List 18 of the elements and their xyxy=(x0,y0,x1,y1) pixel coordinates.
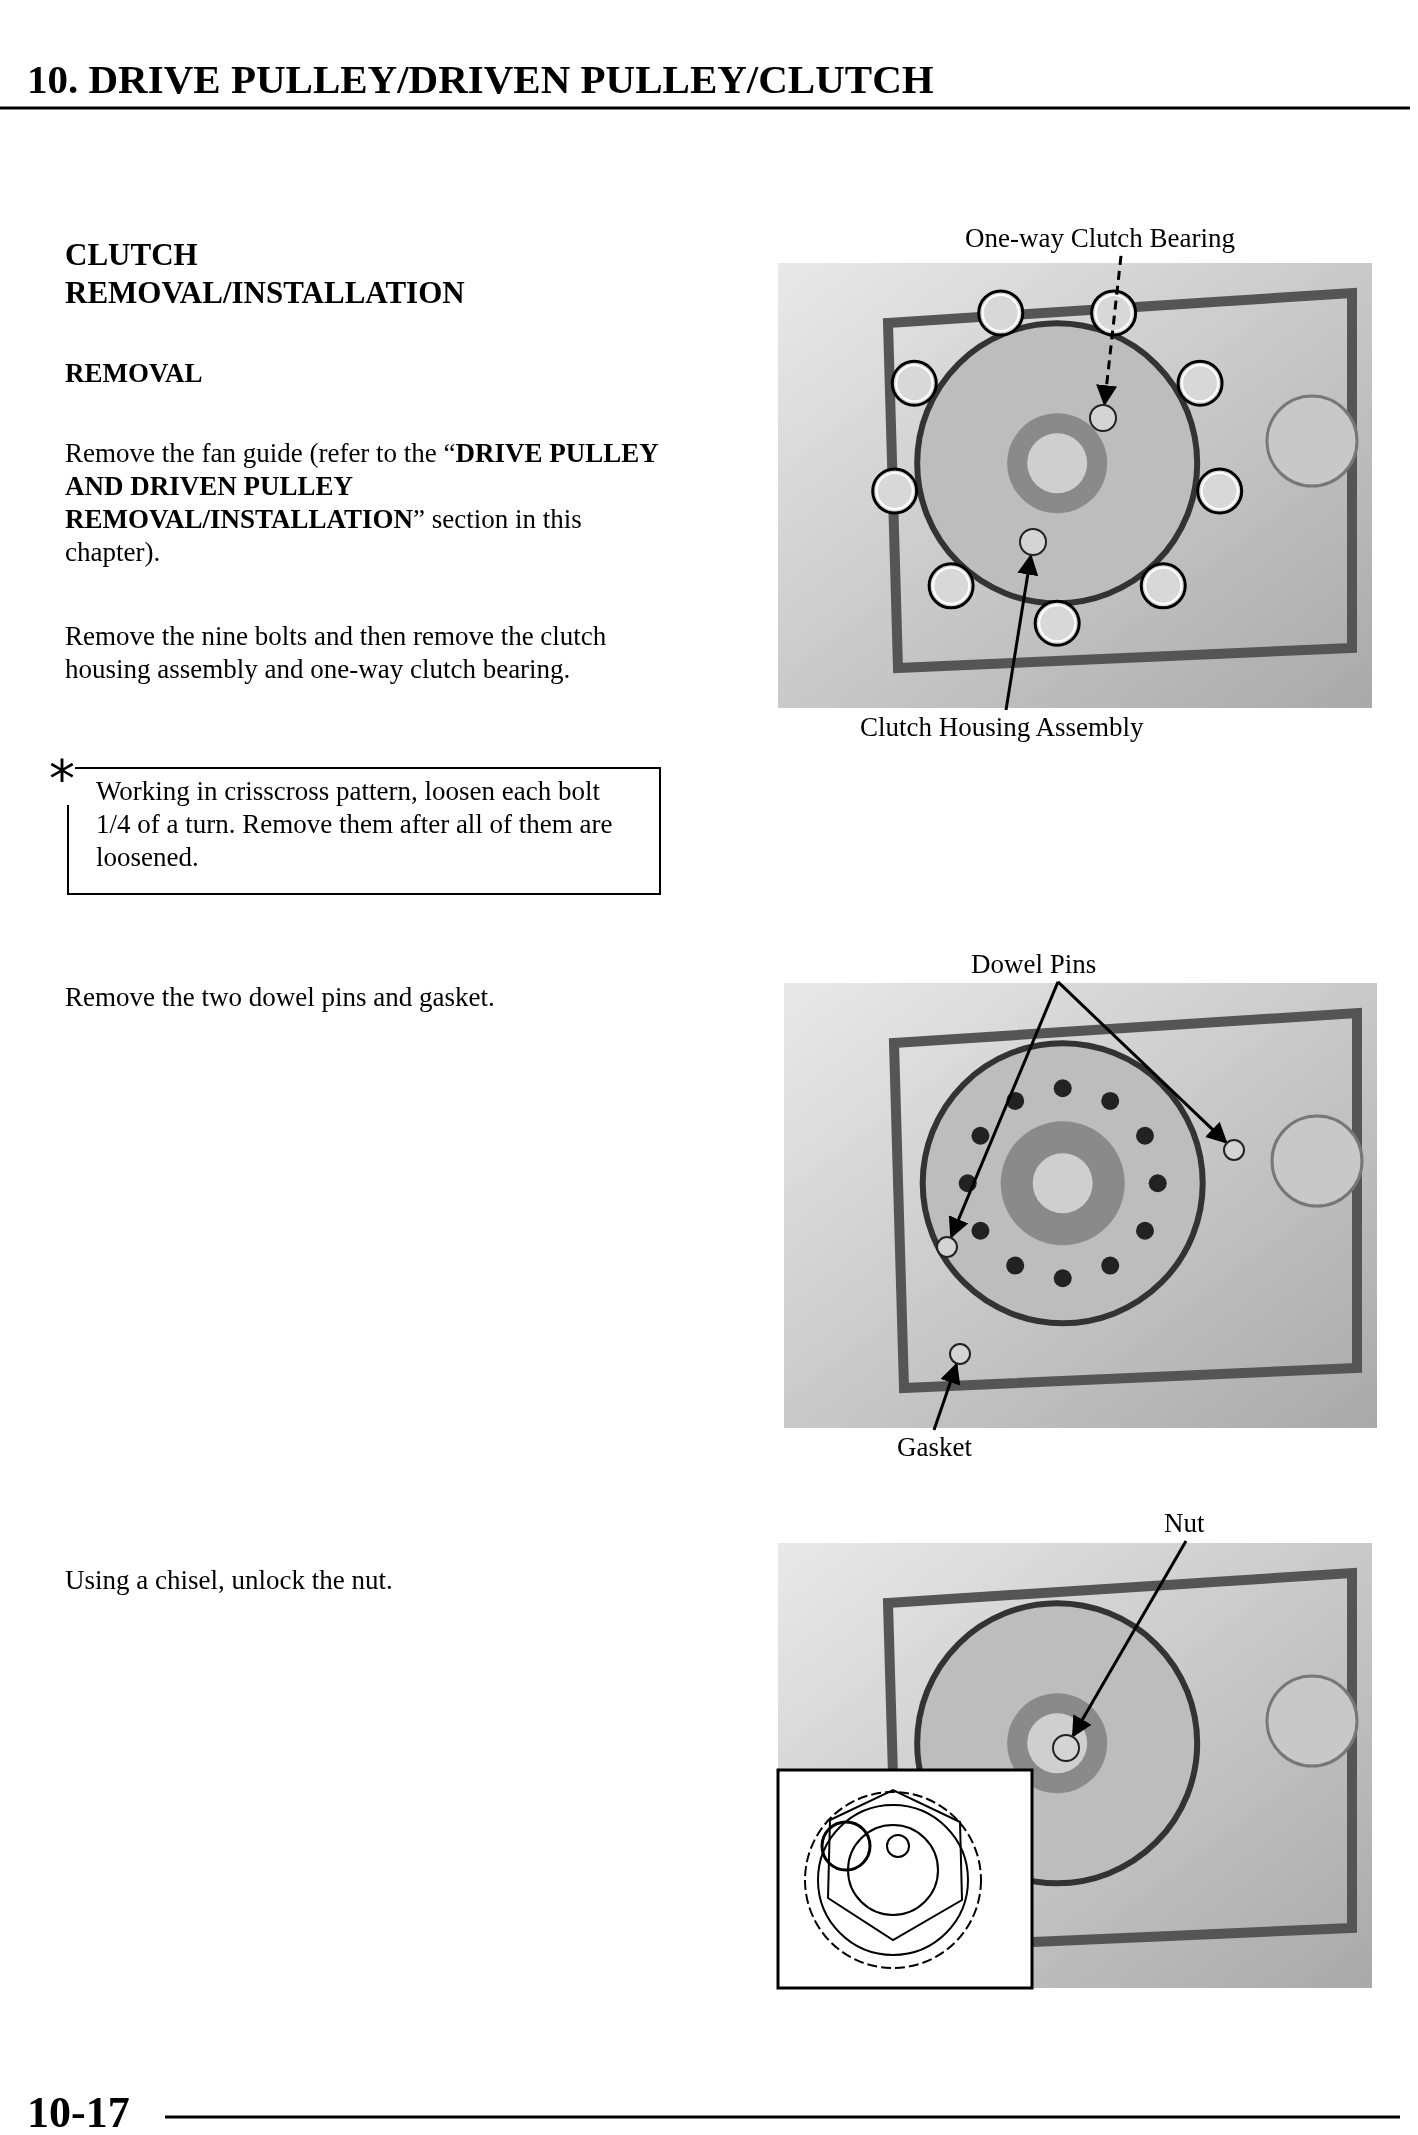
subheading: REMOVAL xyxy=(65,357,204,390)
page-title: 10. DRIVE PULLEY/DRIVEN PULLEY/CLUTCH xyxy=(27,55,934,103)
leader-arrow xyxy=(1004,553,1039,711)
callout-label: One-way Clutch Bearing xyxy=(965,222,1235,255)
instruction-text: Using a chisel, unlock the nut. xyxy=(65,1564,394,1597)
leader-arrow xyxy=(1056,980,1228,1144)
callout-label: Nut xyxy=(1164,1507,1205,1540)
callout-label: Clutch Housing Assembly xyxy=(860,711,1144,744)
callout-label: Gasket xyxy=(897,1431,972,1464)
section-heading: CLUTCH REMOVAL/INSTALLATION xyxy=(65,236,466,312)
instruction-text: Remove the fan guide (refer to the “DRIVE PULLEY AND DRIVEN PULLEY REMOVAL/INSTALLATION” section in this chapter). xyxy=(65,437,660,569)
page-number: 10-17 xyxy=(27,2087,131,2135)
leader-arrow xyxy=(932,1362,961,1431)
leader-arrow xyxy=(1071,1540,1188,1738)
instruction-text: Remove the nine bolts and then remove the clutch housing assembly and one-way clutch bearing. xyxy=(65,620,608,686)
leader-arrow xyxy=(948,981,1060,1239)
callout-label: Dowel Pins xyxy=(971,948,1097,981)
instruction-text: Remove the two dowel pins and gasket. xyxy=(65,981,496,1014)
